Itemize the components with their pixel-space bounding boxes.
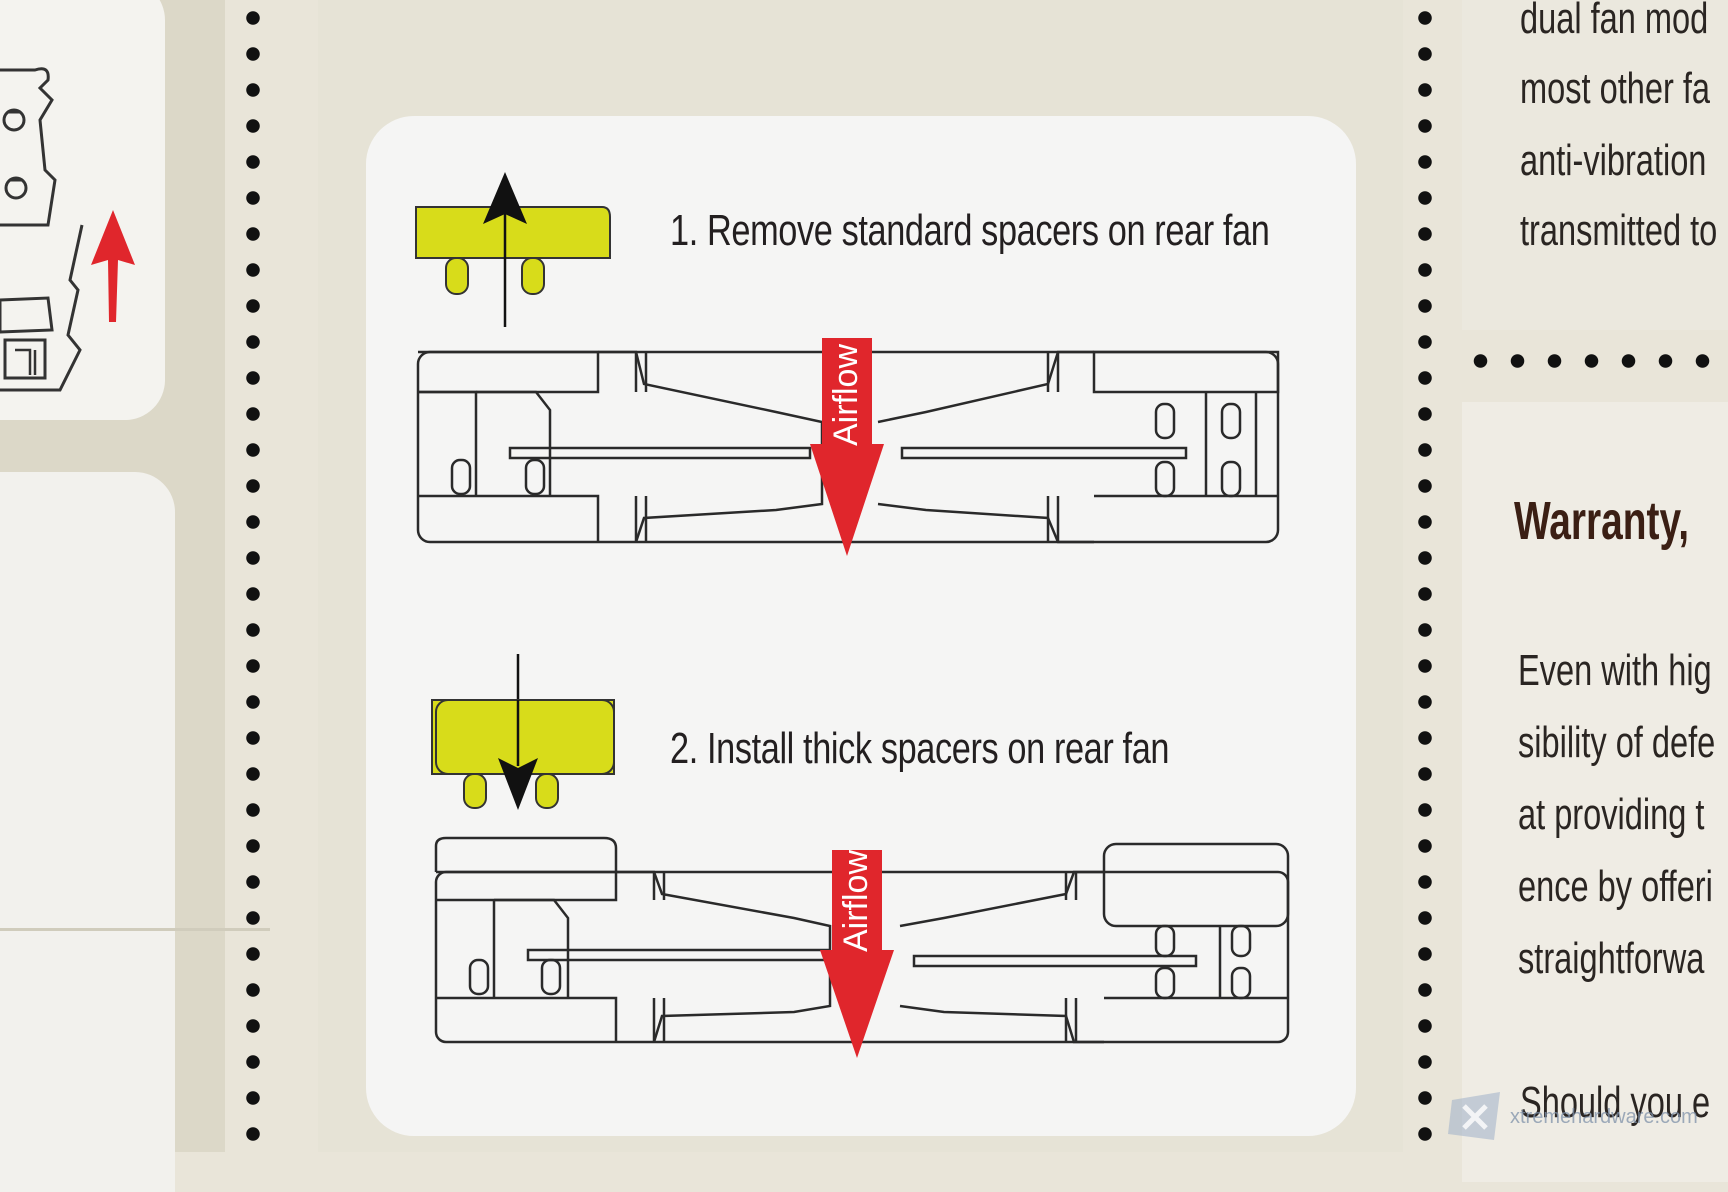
right-body-line-3: at providing t [1518, 790, 1705, 839]
red-up-arrow-icon [91, 210, 135, 322]
right-panel-bottom [1462, 402, 1728, 1182]
airflow-arrow-icon: Airflow [820, 850, 894, 1058]
spacer-remove-icon [415, 172, 611, 327]
warranty-heading: Warranty, [1514, 491, 1690, 551]
right-body-line-1: Even with hig [1518, 646, 1712, 695]
right-body-line-4: ence by offeri [1518, 862, 1713, 911]
right-intro-line-1: dual fan mod [1520, 0, 1709, 43]
airflow-label-2: Airflow [837, 850, 875, 952]
right-intro-line-3: anti-vibration [1520, 136, 1707, 185]
step-2-label: 2. Install thick spacers on rear fan [670, 724, 1170, 773]
right-panel-top [1462, 0, 1728, 330]
spacer-install-icon [431, 654, 615, 810]
paper-fold [0, 928, 270, 931]
watermark-logo-icon [1448, 1092, 1500, 1140]
right-body-line-6: Should you e [1520, 1078, 1711, 1127]
perforation-left [244, 0, 262, 1152]
step-1-label: 1. Remove standard spacers on rear fan [670, 206, 1270, 255]
right-body-line-5: straightforwa [1518, 934, 1705, 983]
left-card-bottom [0, 472, 175, 1192]
watermark-text: xtremehardware.com [1510, 1106, 1698, 1128]
bracket-illustration-icon [0, 67, 84, 392]
right-intro-line-4: transmitted to [1520, 206, 1718, 255]
airflow-arrow-icon: Airflow [810, 338, 884, 556]
perforation-horizontal [1462, 352, 1728, 370]
right-intro-line-2: most other fa [1520, 64, 1711, 113]
perforation-right [1416, 0, 1434, 1152]
right-body-line-2: sibility of defe [1518, 718, 1716, 767]
airflow-label-1: Airflow [827, 344, 865, 446]
